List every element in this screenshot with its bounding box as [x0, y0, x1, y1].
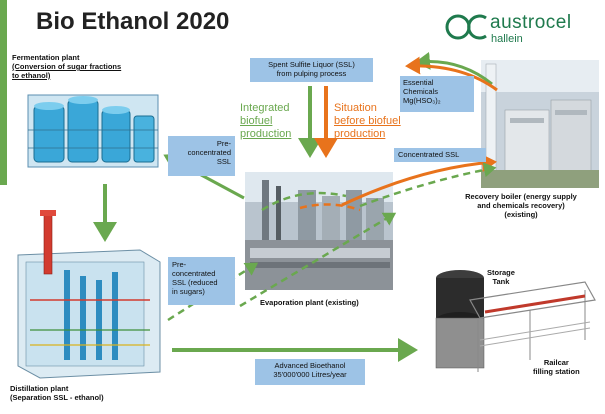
recovery-boiler-caption: Recovery boiler (energy supply and chemi… [446, 192, 596, 219]
distillation-plant-illustration [17, 210, 161, 379]
recovery-line: Recovery boiler (energy supply [465, 192, 577, 201]
company-logo-subtitle: hallein [491, 33, 523, 45]
situation-line: production [334, 128, 386, 140]
evaporation-plant-photo [245, 172, 393, 290]
pre-concentrated-line: concentrated [187, 148, 231, 157]
integrated-dashed-arrow-1 [261, 191, 347, 212]
storage-line: Storage [487, 268, 515, 277]
reduced-sugar-line: Pre- [172, 260, 187, 269]
chemicals-return-arrow-orange [405, 56, 498, 92]
situation-line: before biofuel [334, 115, 401, 127]
advanced-bioethanol-box: Advanced Bioethanol 35'000'000 Litres/ye… [255, 359, 365, 385]
fermentation-title: Fermentation plant [12, 53, 80, 62]
fermentation-desc: (Conversion of sugar fractions [12, 62, 122, 71]
integrated-line: production [240, 128, 292, 140]
reduced-sugar-line: in sugars) [172, 287, 205, 296]
concentrated-ssl-box: Concentrated SSL [394, 148, 486, 162]
ssl-box-line: from pulping process [276, 69, 347, 78]
recovery-boiler-photo [481, 60, 599, 188]
integrated-line: biofuel [240, 115, 273, 127]
integrated-production-label: Integrated biofuel production [240, 102, 291, 141]
distillation-to-recovery-arrow [239, 212, 397, 308]
ssl-box-line: Spent Sulfite Liquor (SSL) [268, 60, 355, 69]
evaporation-plant-caption: Evaporation plant (existing) [260, 298, 359, 307]
chemicals-line: Essential [403, 78, 434, 87]
railcar-line: Railcar [543, 358, 569, 367]
integrated-dashed-arrow-2 [359, 162, 497, 208]
fermentation-plant-caption: Fermentation plant (Conversion of sugar … [12, 53, 182, 80]
concentrated-ssl-arrow-orange [341, 154, 497, 207]
chemicals-line: Chemicals [403, 87, 439, 96]
accent-side-bar [0, 0, 7, 185]
chemicals-return-arrow-green [415, 51, 493, 86]
chemicals-box: Essential Chemicals Mg(HSO₃)₂ [400, 76, 474, 112]
fermentation-desc: to ethanol) [12, 71, 51, 80]
situation-before-label: Situation before biofuel production [334, 102, 401, 141]
fermentation-plant-illustration [27, 94, 159, 168]
reduced-sugar-line: concentrated [172, 269, 216, 278]
pre-concentrated-ssl-box: Pre- concentrated SSL [168, 136, 235, 176]
recovery-line: and chemicals recovery) [477, 201, 565, 210]
pre-concentrated-line: SSL [216, 157, 231, 166]
advanced-bioethanol-line: Advanced Bioethanol [274, 361, 346, 370]
integrated-dashed-arrow-orange [299, 203, 361, 212]
pre-concentrated-line: Pre- [216, 139, 231, 148]
advanced-bioethanol-volume: 35'000'000 Litres/year [273, 370, 347, 379]
reduced-sugar-line: SSL (reduced [172, 278, 218, 287]
distillation-plant-caption: Distillation plant (Separation SSL - eth… [10, 384, 180, 402]
integrated-line: Integrated [240, 102, 290, 114]
railcar-caption: Railcar filling station [533, 358, 580, 376]
recovery-line: (existing) [504, 210, 538, 219]
storage-railcar-illustration [435, 270, 596, 372]
distillation-title: Distillation plant [10, 384, 69, 393]
company-logo: austrocel [490, 12, 572, 33]
storage-tank-caption: Storage Tank [487, 268, 515, 286]
chemicals-formula: Mg(HSO₃)₂ [403, 96, 441, 105]
situation-line: Situation [334, 102, 377, 114]
ssl-source-box: Spent Sulfite Liquor (SSL) from pulping … [250, 58, 373, 82]
storage-line: Tank [492, 277, 510, 286]
railcar-line: filling station [533, 367, 580, 376]
page-title: Bio Ethanol 2020 [36, 8, 230, 35]
logo-mark [445, 14, 487, 40]
pre-concentrated-reduced-sugar-box: Pre- concentrated SSL (reduced in sugars… [168, 257, 235, 305]
flow-arrows [93, 51, 498, 362]
distillation-desc: (Separation SSL - ethanol) [10, 393, 104, 402]
